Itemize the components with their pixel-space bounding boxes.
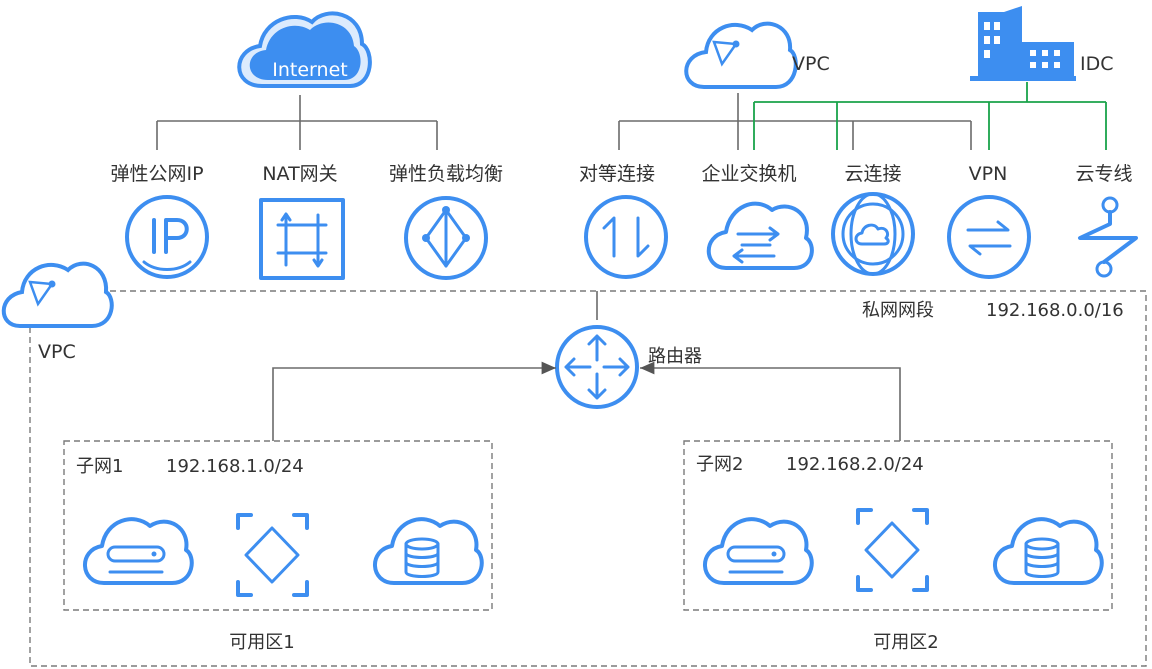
subnet2-boundary bbox=[683, 440, 1113, 611]
router-icon bbox=[555, 325, 639, 409]
idc-building-icon bbox=[970, 6, 1076, 81]
idc-label: IDC bbox=[1080, 53, 1114, 75]
vpn-label: VPN bbox=[969, 163, 1008, 185]
enterprise-switch-icon bbox=[706, 201, 814, 270]
dc-label: 云专线 bbox=[1075, 163, 1132, 185]
subnet2-route-line bbox=[640, 361, 901, 441]
az1-label: 可用区1 bbox=[229, 632, 294, 653]
vpc-connectors bbox=[618, 93, 972, 150]
vpc-cloud-icon bbox=[1, 261, 114, 328]
subnet1-cidr: 192.168.1.0/24 bbox=[166, 456, 304, 477]
elb-label: 弹性负载均衡 bbox=[389, 163, 503, 185]
ecs-icon bbox=[83, 517, 194, 585]
subnet1-name: 子网1 bbox=[76, 456, 123, 477]
ecs-icon bbox=[703, 517, 814, 585]
subnet1-boundary bbox=[63, 440, 493, 611]
er-label: 企业交换机 bbox=[701, 163, 796, 185]
nat-gateway-icon bbox=[259, 198, 345, 280]
cc-label: 云连接 bbox=[844, 163, 901, 185]
az2-label: 可用区2 bbox=[873, 632, 938, 653]
nat-label: NAT网关 bbox=[262, 163, 337, 185]
peering-icon bbox=[584, 195, 668, 279]
vpc-cloud-icon bbox=[684, 21, 798, 89]
private-network-label: 私网网段 bbox=[862, 300, 934, 321]
router-label: 路由器 bbox=[648, 346, 702, 367]
internet-label: Internet bbox=[272, 59, 347, 81]
internet-connectors bbox=[156, 95, 438, 150]
subnet2-cidr: 192.168.2.0/24 bbox=[786, 454, 924, 475]
vpc-top-label: VPC bbox=[792, 53, 830, 75]
internet-cloud-icon: Internet bbox=[237, 11, 372, 88]
idc-connectors bbox=[753, 82, 1107, 150]
cloud-connect-icon bbox=[831, 192, 915, 276]
eip-label: 弹性公网IP bbox=[110, 163, 203, 185]
vpn-icon bbox=[947, 195, 1031, 279]
subnet1-route-line bbox=[272, 361, 556, 441]
peering-label: 对等连接 bbox=[579, 163, 655, 185]
direct-connect-icon bbox=[1078, 196, 1138, 278]
ip-icon bbox=[125, 195, 209, 279]
database-icon bbox=[993, 517, 1104, 585]
private-network-cidr: 192.168.0.0/16 bbox=[986, 300, 1124, 321]
subnet2-name: 子网2 bbox=[696, 454, 743, 475]
database-icon bbox=[373, 517, 484, 585]
load-balancer-icon bbox=[404, 196, 488, 280]
vpc-label: VPC bbox=[38, 341, 76, 363]
bms-icon bbox=[236, 513, 309, 597]
vpc-boundary bbox=[29, 290, 1147, 667]
bms-icon bbox=[856, 508, 929, 592]
